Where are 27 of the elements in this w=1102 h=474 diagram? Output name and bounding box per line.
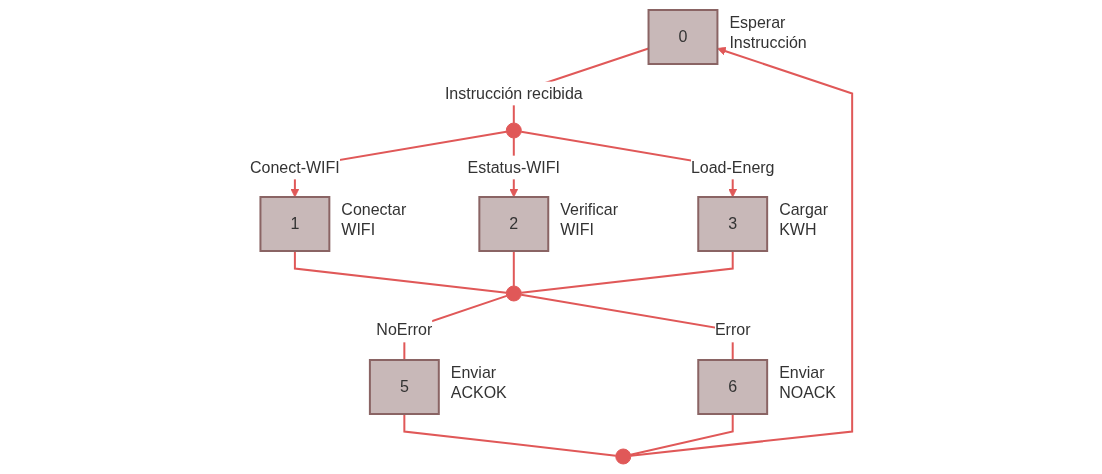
node-box: 0: [647, 9, 719, 65]
connector: [520, 250, 734, 294]
node-box: 3: [697, 196, 769, 252]
node-box: 2: [478, 196, 550, 252]
step-action-text: Enviar ACKOK: [450, 364, 507, 401]
step-action-text: Enviar NOACK: [779, 364, 836, 401]
node-circle: [505, 122, 522, 139]
step-action-text: Verificar WIFI: [560, 201, 618, 238]
node-box: 1: [259, 196, 331, 252]
edge-label: Instrucción recibida: [444, 84, 583, 102]
edge-label: NoError: [376, 321, 433, 339]
step-action-text: Esperar Instrucción: [729, 14, 807, 51]
edge-label: Estatus-WIFI: [467, 158, 560, 176]
node-circle: [505, 285, 522, 302]
node-circle: [615, 448, 632, 465]
edge-label: Conect-WIFI: [249, 158, 340, 176]
node-box: 5: [368, 359, 440, 415]
edge-label: Error: [714, 321, 751, 339]
step-action-text: Conectar WIFI: [341, 201, 407, 238]
connector: [512, 250, 515, 287]
node-box: 6: [697, 359, 769, 415]
edge-label: Load-Energ: [690, 158, 775, 176]
arrow: [629, 46, 854, 457]
connector: [403, 413, 617, 457]
step-action-text: Cargar KWH: [779, 201, 828, 238]
connector: [629, 413, 734, 456]
connector: [293, 250, 508, 294]
